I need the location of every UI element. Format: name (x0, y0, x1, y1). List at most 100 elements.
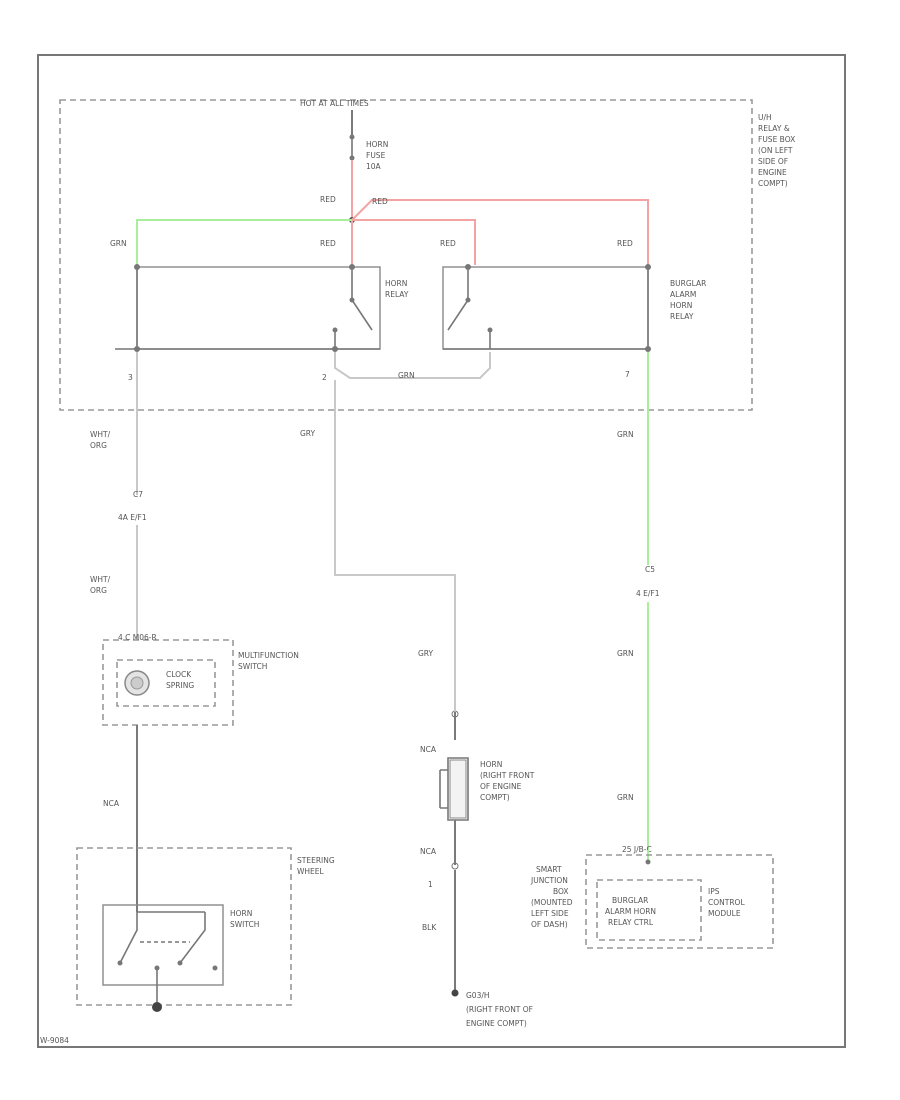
smart-junction-line: LEFT SIDE (531, 909, 569, 918)
horn-switch-box (102, 904, 224, 986)
ground-line: (RIGHT FRONT OF (466, 1005, 533, 1014)
clock-spring-label: CLOCK SPRING (166, 670, 194, 690)
horn-fuse-line: HORN (366, 140, 388, 149)
sjb-terminal (645, 859, 651, 865)
relay-terminal (465, 297, 471, 303)
pin-number-7: 7 (625, 370, 630, 379)
burglar-relay-line: BURGLAR (670, 279, 706, 288)
connector-ef-left-label: 4A E/F1 (118, 513, 147, 522)
horn-relay-switch (351, 270, 373, 331)
hot-at-all-times-label: HOT AT ALL TIMES (300, 99, 369, 108)
red-wire-label-2: RED (372, 197, 388, 206)
connector-ef-right-label: 4 E/F1 (636, 589, 660, 598)
diagram-frame (37, 54, 846, 1048)
clock-spring-box (116, 659, 216, 707)
ground-label: G03/H (RIGHT FRONT OF ENGINE COMPT) (466, 991, 535, 1028)
red-wire-to-horn-relay-3 (352, 219, 476, 265)
red-wire-to-burglar-relay (351, 199, 649, 265)
relay-terminal (645, 264, 651, 270)
blk-label: BLK (422, 923, 437, 932)
pin-number-3: 3 (128, 373, 133, 382)
relay-box-line: U/H (758, 113, 772, 122)
horn-ground-icon (451, 989, 459, 997)
horn-fuse-line: FUSE (366, 151, 386, 160)
wht-org-line: ORG (90, 586, 107, 595)
relay-box-line: SIDE OF (758, 157, 788, 166)
relay-terminal (465, 264, 471, 270)
relay-box-line: ENGINE (758, 168, 787, 177)
burglar-ctrl-label: BURGLAR ALARM HORN RELAY CTRL (605, 896, 658, 927)
red-wire-label-3: RED (320, 239, 336, 248)
steering-wheel-line: STEERING (297, 856, 335, 865)
ground-line: G03/H (466, 991, 490, 1000)
horn-switch-line: SWITCH (230, 920, 259, 929)
burglar-ctrl-line: BURGLAR (612, 896, 648, 905)
relay-terminal (487, 327, 493, 333)
steering-wheel-line: WHEEL (297, 867, 325, 876)
smart-junction-line: JUNCTION (530, 876, 568, 885)
ground-line: ENGINE COMPT) (466, 1019, 527, 1028)
horn-line: (RIGHT FRONT (480, 771, 535, 780)
red-wire-label-4: RED (440, 239, 456, 248)
horn-line: HORN (480, 760, 502, 769)
nca-label-3: NCA (420, 847, 437, 856)
horn-line: OF ENGINE (480, 782, 522, 791)
clock-spring-line: CLOCK (166, 670, 192, 679)
horn-icon (439, 757, 469, 821)
smart-junction-box-outline (585, 854, 774, 949)
burglar-relay-line: HORN (670, 301, 692, 310)
green-wire-label-right-1: GRN (617, 430, 634, 439)
gray-wire-label-left: GRY (300, 429, 316, 438)
red-wire-label-1: RED (320, 195, 336, 204)
connector-c7-label: C7 (133, 490, 143, 499)
green-wire-label-top: GRN (110, 239, 127, 248)
connector-sj-label: 25 J/B-C (622, 845, 652, 854)
relay-box-line: FUSE BOX (758, 135, 795, 144)
diagram-id-label: W-9084 (40, 1036, 69, 1045)
burglar-relay-line: RELAY (670, 312, 694, 321)
burglar-relay-switch (447, 270, 469, 331)
burglar-ctrl-line: ALARM HORN (605, 907, 656, 916)
horn-fuse-line: 10A (366, 162, 382, 171)
multifunction-switch-label: MULTIFUNCTION SWITCH (238, 651, 301, 671)
wht-org-line: WHT/ (90, 575, 111, 584)
gray-wire-label-center: GRY (418, 649, 434, 658)
wht-org-label-1: WHT/ ORG (90, 430, 113, 450)
horn-switch-terminal (177, 960, 183, 966)
gray-wire-relay-link (334, 352, 491, 379)
multifunction-line: MULTIFUNCTION (238, 651, 299, 660)
red-wire-label-5: RED (617, 239, 633, 248)
ips-module-line: IPS (708, 887, 720, 896)
wht-org-label-2: WHT/ ORG (90, 575, 113, 595)
green-wire-label-right-2: GRN (617, 649, 634, 658)
horn-switch-contact-left (119, 912, 138, 964)
relay-fuse-box-outline (59, 99, 753, 411)
steering-wheel-outline (76, 847, 292, 1006)
smart-junction-line: SMART (536, 865, 562, 874)
horn-relay-box (136, 266, 381, 350)
connector-switch-label: 4 C M06-R (118, 633, 157, 642)
green-wire-label-right-3: GRN (617, 793, 634, 802)
burglar-relay-line: ALARM (670, 290, 696, 299)
wht-org-line: WHT/ (90, 430, 111, 439)
horn-relay-label: HORN RELAY (385, 279, 410, 299)
burglar-relay-box (442, 266, 649, 350)
smart-junction-line: BOX (553, 887, 569, 896)
burglar-ctrl-box (596, 879, 702, 941)
multifunction-line: SWITCH (238, 662, 267, 671)
horn-line: COMPT) (480, 793, 510, 802)
relay-terminal (349, 264, 355, 270)
horn-switch-contact-right (179, 912, 206, 964)
clock-spring-inner (130, 676, 144, 690)
horn-label: HORN (RIGHT FRONT OF ENGINE COMPT) (480, 760, 537, 802)
horn-relay-line: HORN (385, 279, 407, 288)
burglar-ctrl-line: RELAY CTRL (608, 918, 654, 927)
relay-terminal (332, 327, 338, 333)
relay-box-label: U/H RELAY & FUSE BOX (ON LEFT SIDE OF EN… (758, 113, 798, 188)
clock-spring-line: SPRING (166, 681, 194, 690)
horn-body (449, 759, 467, 819)
nca-label-2: NCA (420, 745, 437, 754)
smart-junction-line: OF DASH) (531, 920, 568, 929)
steering-wheel-label: STEERING WHEEL (297, 856, 337, 876)
